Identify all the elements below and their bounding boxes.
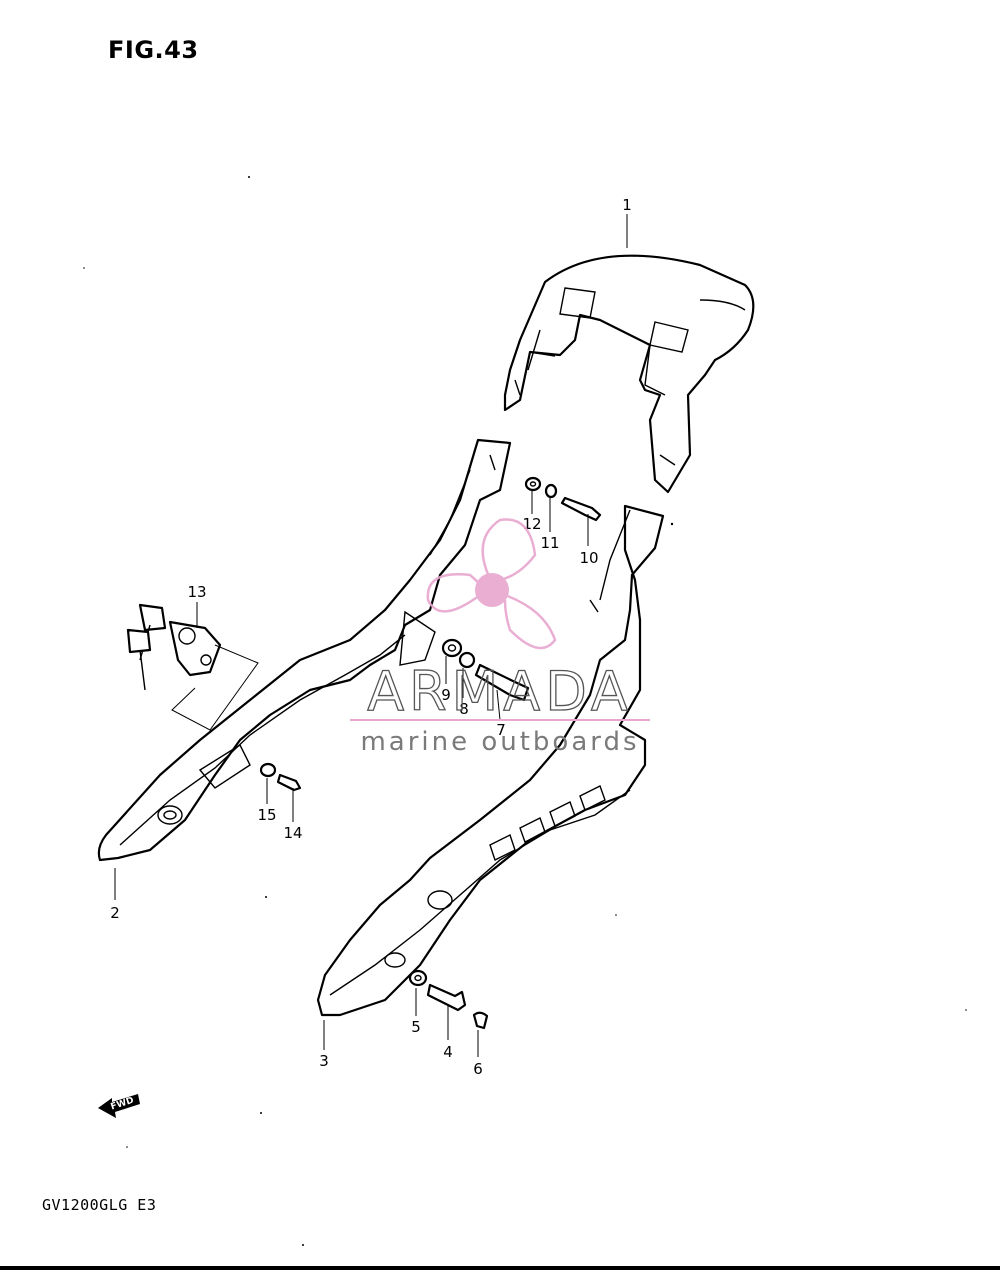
callout-15: 15 (257, 806, 276, 824)
callout-3: 3 (319, 1052, 329, 1070)
callout-labels: 1 2 3 4 5 6 7 8 9 10 11 12 13 14 15 (110, 196, 632, 1078)
callout-11: 11 (540, 534, 559, 552)
leader-lines (114, 214, 628, 1057)
part-15-washer (259, 762, 277, 778)
watermark-tagline: marine outboards (360, 727, 639, 757)
callout-9: 9 (441, 686, 451, 704)
part-5-washer (408, 969, 428, 987)
callout-13: 13 (187, 583, 206, 601)
part-6-clip (472, 1011, 489, 1030)
callout-10: 10 (579, 549, 598, 567)
callout-7: 7 (496, 721, 506, 739)
part-1-backrest-cover (503, 254, 755, 494)
part-9-washer (441, 638, 463, 658)
part-7-bolt (474, 663, 530, 702)
fwd-arrow-icon: FWD (98, 1094, 140, 1118)
figure-title: FIG.43 (108, 36, 199, 64)
callout-1: 1 (622, 196, 632, 214)
hardware (259, 476, 602, 1030)
fwd-label: FWD (110, 1096, 135, 1113)
callout-6: 6 (473, 1060, 483, 1078)
callout-12: 12 (522, 515, 541, 533)
model-code: GV1200GLG E3 (42, 1196, 157, 1214)
part-13-lock-set (126, 603, 259, 731)
part-8-nut (458, 651, 476, 669)
watermark-text: ARMADA marine outboards (350, 659, 650, 757)
part-12-washer (524, 476, 542, 492)
part-11-nut (544, 483, 558, 499)
part-3-right-rail (316, 504, 665, 1017)
part-10-bolt (560, 496, 602, 522)
callout-8: 8 (459, 700, 469, 718)
callout-14: 14 (283, 824, 302, 842)
callout-5: 5 (411, 1018, 421, 1036)
part-2-left-rail (97, 438, 512, 862)
callout-4: 4 (443, 1043, 453, 1061)
callout-2: 2 (110, 904, 120, 922)
watermark-propeller-icon (426, 518, 557, 650)
part-14-screw (276, 773, 302, 792)
bottom-border (0, 1266, 1000, 1270)
watermark-brand: ARMADA (367, 660, 633, 723)
part-4-bolt (426, 983, 467, 1012)
scan-specks (83, 176, 967, 1246)
